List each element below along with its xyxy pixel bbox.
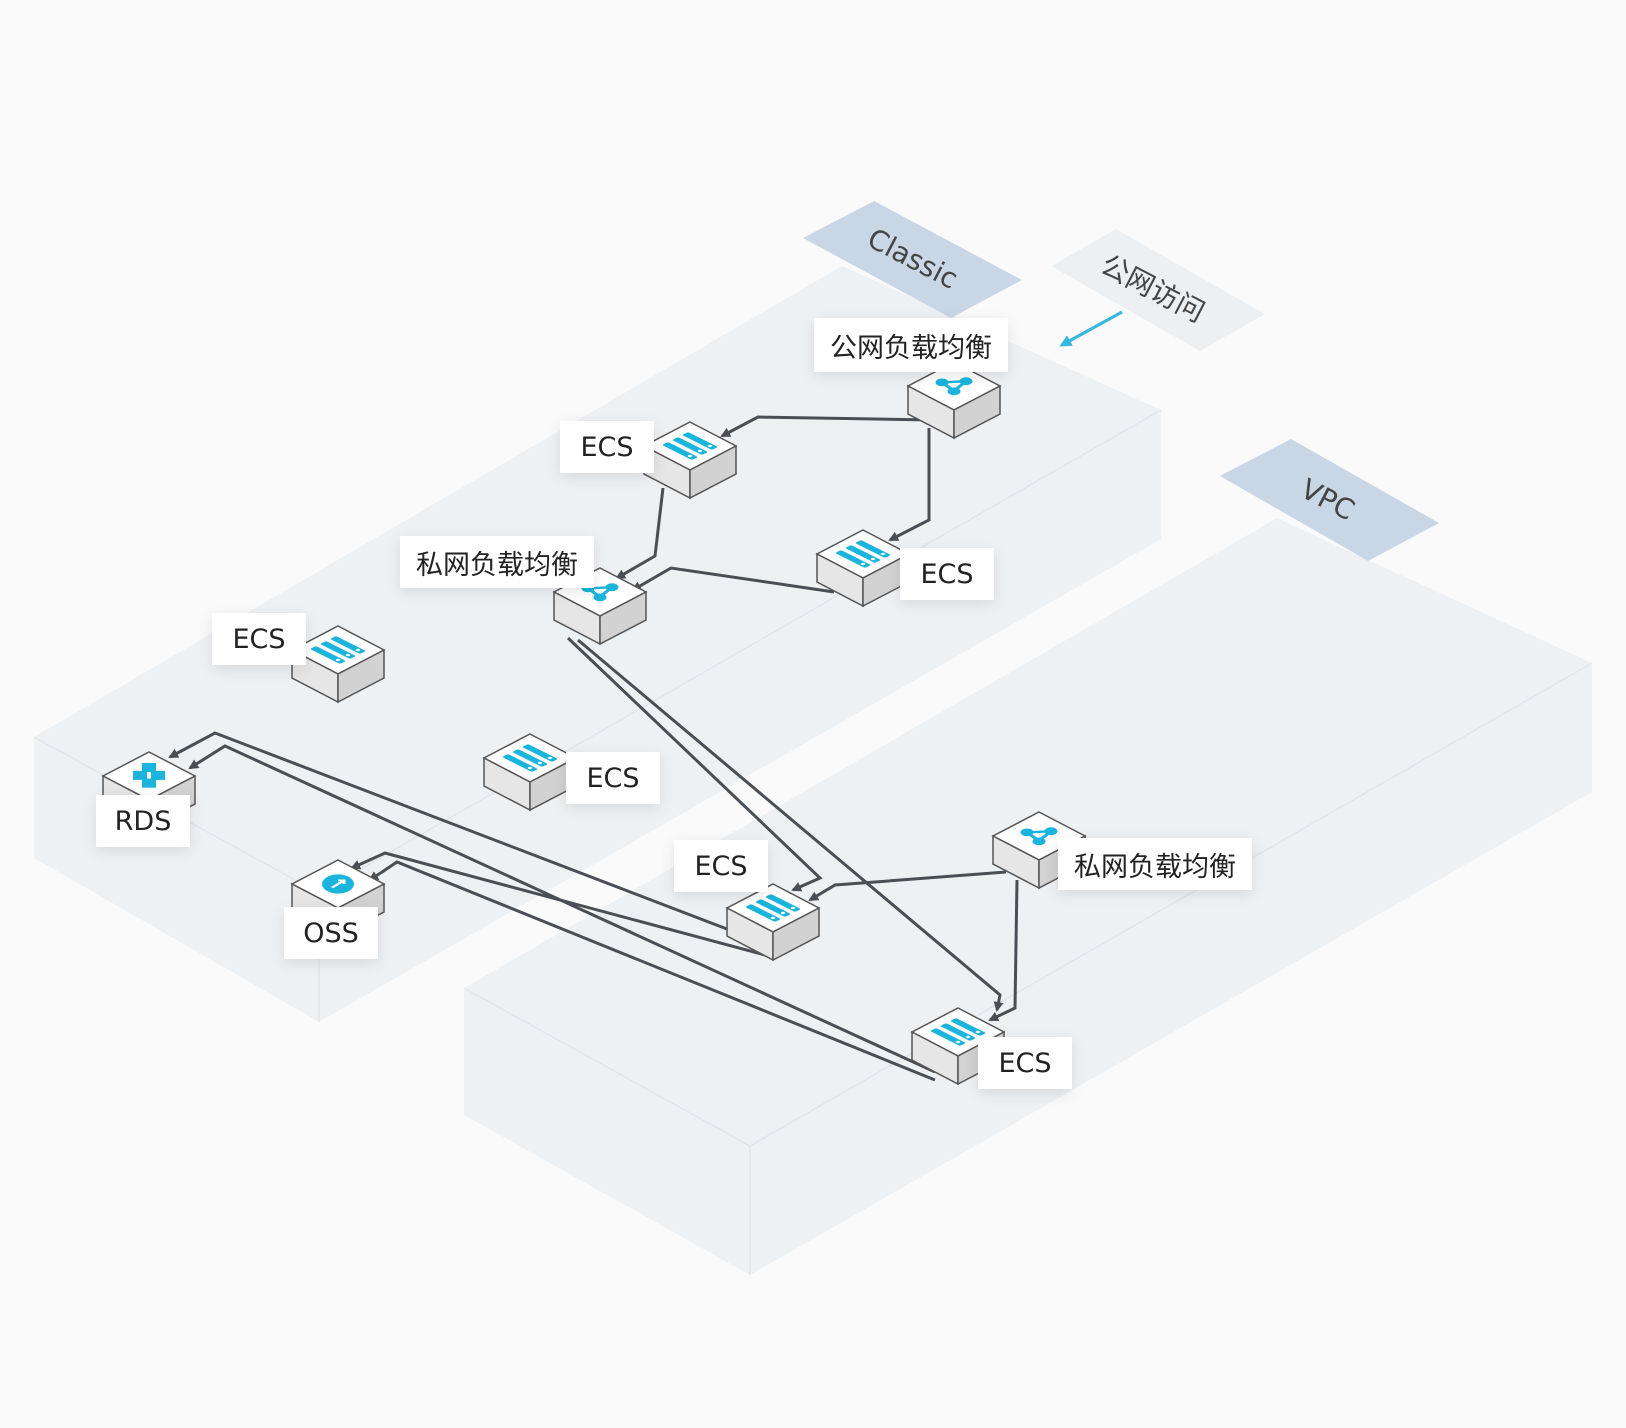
private-slb-vpc-label: 私网负载均衡 xyxy=(1058,838,1252,890)
public-access-arrow xyxy=(1059,310,1123,347)
public-slb-label: 公网负载均衡 xyxy=(814,318,1008,372)
classic-zone: Classic xyxy=(33,201,1162,1022)
ecs-label-4: ECS xyxy=(566,752,660,804)
private-slb-classic-label: 私网负载均衡 xyxy=(400,536,594,588)
ecs-label-1: ECS xyxy=(560,421,654,473)
ecs-label-5: ECS xyxy=(674,840,768,892)
rds-label: RDS xyxy=(96,795,190,847)
connections xyxy=(168,415,1019,1082)
vpc-zone-tag xyxy=(1220,439,1439,561)
vpc-zone: VPC xyxy=(463,439,1593,1275)
ecs-label-2: ECS xyxy=(900,548,994,600)
public-access: 公网访问 xyxy=(1051,229,1265,351)
cloud-storage-icon xyxy=(320,872,356,896)
classic-zone-tag xyxy=(803,201,1022,318)
ecs-label-3: ECS xyxy=(212,613,306,665)
oss-label: OSS xyxy=(284,907,378,959)
ecs-label-6: ECS xyxy=(978,1037,1072,1089)
